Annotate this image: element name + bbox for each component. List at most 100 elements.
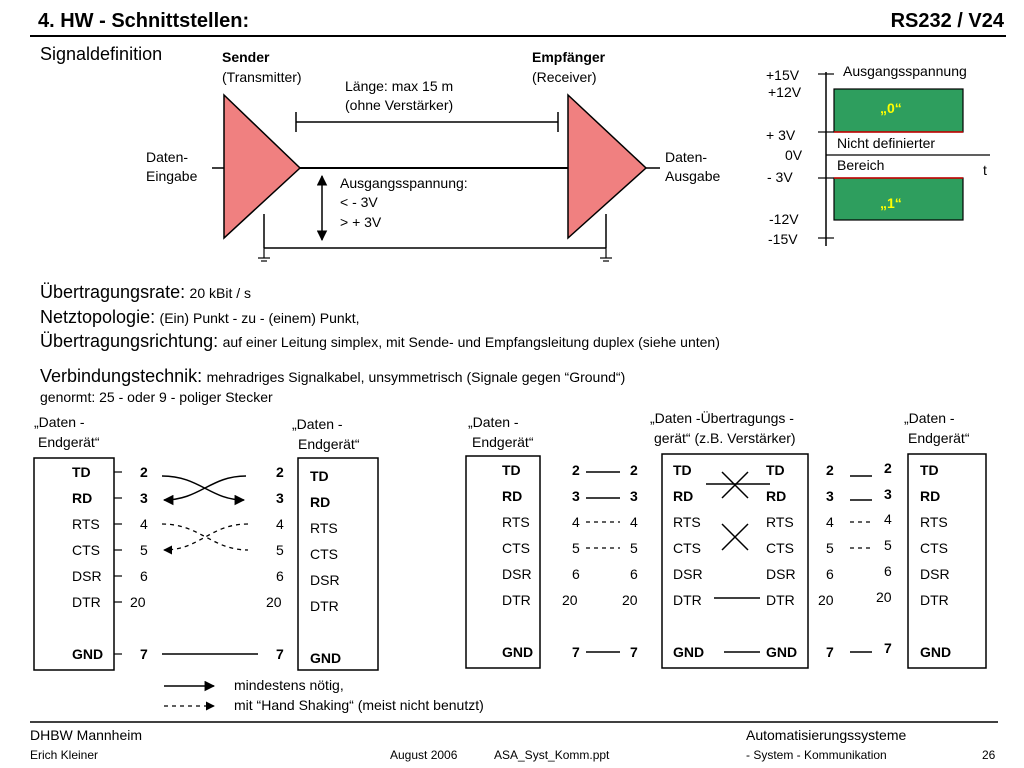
pin-number: 5 xyxy=(276,542,284,558)
legend-dashed-text: mit “Hand Shaking“ (meist nicht benutzt) xyxy=(234,697,484,713)
signal-cts: CTS xyxy=(920,540,948,556)
footer-course: Automatisierungssysteme xyxy=(746,727,907,743)
level-m3: - 3V xyxy=(767,169,793,185)
output-voltage-low: < - 3V xyxy=(340,194,378,210)
signal-dsr: DSR xyxy=(502,566,532,582)
dte-header-2b: Endgerät“ xyxy=(298,436,360,452)
signal-rd: RD xyxy=(502,488,523,504)
pin-number: 3 xyxy=(630,488,638,504)
signal-dsr: DSR xyxy=(72,568,102,584)
signal-dtr: DTR xyxy=(72,594,101,610)
dte-header-4b: Endgerät“ xyxy=(908,430,970,446)
signal-td: TD xyxy=(72,464,91,480)
signal-gnd: GND xyxy=(920,644,952,660)
length-line-2: (ohne Verstärker) xyxy=(345,97,454,113)
pin-number: 7 xyxy=(140,646,148,662)
pin-number: 2 xyxy=(884,460,892,476)
pin-number: 3 xyxy=(572,488,580,504)
page-number: 26 xyxy=(982,748,996,762)
level-m15: -15V xyxy=(768,231,798,247)
level-p3: + 3V xyxy=(766,127,796,143)
signal-dtr: DTR xyxy=(920,592,949,608)
undefined-range-1: Nicht definierter xyxy=(837,135,936,151)
pin-number: 2 xyxy=(572,462,580,478)
dte-box-4 xyxy=(907,453,987,669)
signal-cts: CTS xyxy=(673,540,701,556)
pin-number: 4 xyxy=(276,516,284,532)
pin-number: 4 xyxy=(630,514,638,530)
signal-td: TD xyxy=(502,462,521,478)
dce-header-b: gerät“ (z.B. Verstärker) xyxy=(654,430,796,446)
zero-band xyxy=(833,88,964,133)
pin-number: 4 xyxy=(140,516,148,532)
level-axis-title: Ausgangsspannung xyxy=(843,63,967,79)
pin-number: 7 xyxy=(884,640,892,656)
time-axis-label: t xyxy=(983,162,987,178)
pin-number: 7 xyxy=(630,644,638,660)
pin-number: 3 xyxy=(140,490,148,506)
dte-header-4a: „Daten - xyxy=(904,410,955,426)
signal-td: TD xyxy=(920,462,939,478)
signal-rd: RD xyxy=(766,488,787,504)
pin-number: 3 xyxy=(276,490,284,506)
receiver-label: Empfänger xyxy=(532,49,606,65)
dce-box xyxy=(661,453,809,669)
signal-gnd: GND xyxy=(502,644,534,660)
footer-org: DHBW Mannheim xyxy=(30,727,143,743)
signal-rts: RTS xyxy=(72,516,100,532)
signal-rd: RD xyxy=(72,490,93,506)
signal-dsr: DSR xyxy=(673,566,703,582)
footer-date: August 2006 xyxy=(390,748,458,762)
pin-number: 7 xyxy=(572,644,580,660)
network-topology: Netztopologie: (Ein) Punkt - zu - (einem… xyxy=(40,307,360,327)
output-voltage-title: Ausgangsspannung: xyxy=(340,175,468,191)
pin-number: 7 xyxy=(826,644,834,660)
pin-number: 4 xyxy=(826,514,834,530)
pin-number: 6 xyxy=(140,568,148,584)
level-0: 0V xyxy=(785,147,803,163)
pin-number: 2 xyxy=(140,464,148,480)
pin-number: 2 xyxy=(826,462,834,478)
pin-number: 4 xyxy=(572,514,580,530)
footer-author: Erich Kleiner xyxy=(30,748,99,762)
signal-dsr: DSR xyxy=(766,566,796,582)
pin-number: 6 xyxy=(572,566,580,582)
signal-rd: RD xyxy=(920,488,941,504)
pin-number: 2 xyxy=(630,462,638,478)
pin-number: 6 xyxy=(884,563,892,579)
sender-sub: (Transmitter) xyxy=(222,69,302,85)
signal-td: TD xyxy=(673,462,692,478)
signal-rts: RTS xyxy=(766,514,794,530)
signal-gnd: GND xyxy=(766,644,798,660)
dte-header-3a: „Daten - xyxy=(468,414,519,430)
pin-number: 20 xyxy=(622,592,638,608)
legend-solid-text: mindestens nötig, xyxy=(234,677,344,693)
dte-header-2a: „Daten - xyxy=(292,416,343,432)
pin-number: 20 xyxy=(876,589,892,605)
dte-box-3 xyxy=(465,455,541,669)
signal-rts: RTS xyxy=(310,520,338,536)
pin-number: 5 xyxy=(630,540,638,556)
data-output-label-1: Daten- xyxy=(665,149,708,165)
level-m12: -12V xyxy=(769,211,799,227)
receiver-sub: (Receiver) xyxy=(532,69,597,85)
sender-amplifier xyxy=(223,93,302,240)
dte-header-1a: „Daten - xyxy=(34,414,85,430)
pin-number: 3 xyxy=(884,486,892,502)
section-heading: Signaldefinition xyxy=(40,44,163,64)
transfer-rate: Übertragungsrate: 20 kBit / s xyxy=(40,282,252,302)
data-input-label-2: Eingabe xyxy=(146,168,198,184)
pin-number: 5 xyxy=(884,537,892,553)
signal-rts: RTS xyxy=(920,514,948,530)
signal-rts: RTS xyxy=(673,514,701,530)
pin-number: 5 xyxy=(140,542,148,558)
connection-technique: Verbindungstechnik: mehradriges Signalka… xyxy=(40,366,626,386)
signal-td: TD xyxy=(766,462,785,478)
footer-file: ASA_Syst_Komm.ppt xyxy=(494,748,610,762)
footer-section: - System - Kommunikation xyxy=(746,748,887,762)
one-band xyxy=(833,177,964,221)
pin-number: 2 xyxy=(276,464,284,480)
signal-dtr: DTR xyxy=(310,598,339,614)
pin-number: 20 xyxy=(130,594,146,610)
